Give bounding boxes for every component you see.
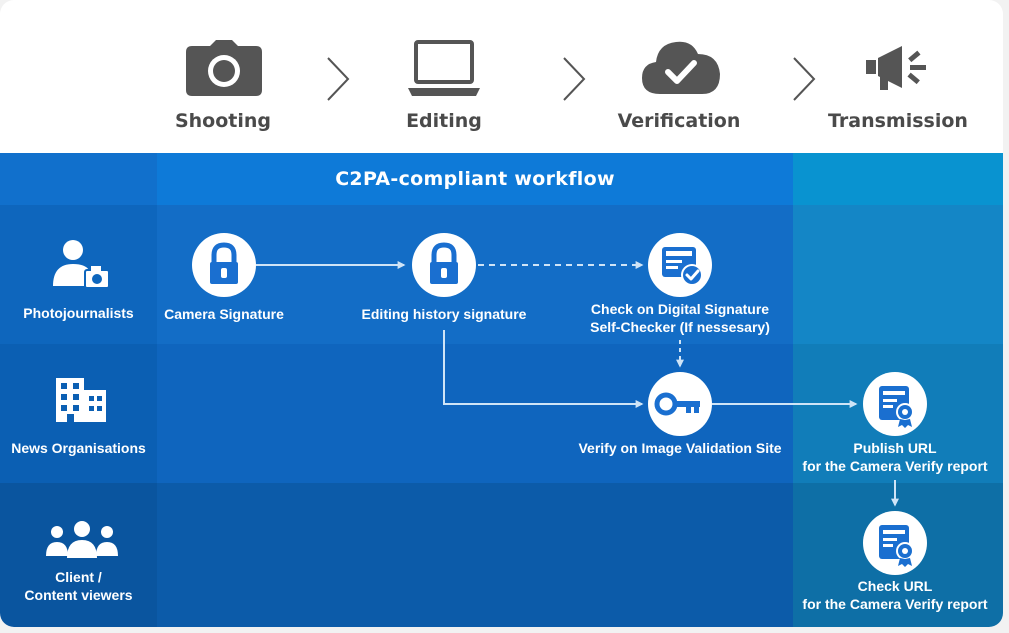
node-editing-signature [412, 233, 476, 297]
role-label-news-organisations: News Organisations [11, 440, 146, 456]
row-photojournalists [0, 205, 1003, 344]
building-icon [56, 378, 106, 422]
stage-label-transmission: Transmission [828, 110, 968, 132]
node-label-editing-signature: Editing history signature [361, 306, 527, 322]
stage-label-editing: Editing [406, 110, 482, 132]
camera-icon [186, 40, 262, 96]
node-camera-signature [192, 233, 256, 297]
node-label-verify-site: Verify on Image Validation Site [578, 440, 782, 456]
stage-label-shooting: Shooting [174, 110, 272, 132]
node-check-signature [648, 233, 712, 297]
node-label-check-signature: Check on Digital Signature Self-Checker … [590, 301, 770, 335]
chevron-right-icon [327, 57, 350, 101]
node-verify-site [648, 372, 712, 436]
workflow-title: C2PA-compliant workflow [335, 168, 615, 190]
people-icon [46, 521, 118, 558]
key-icon [654, 392, 700, 416]
document-check-icon [662, 247, 703, 286]
workflow-header-band [0, 153, 1003, 205]
node-label-camera-signature: Camera Signature [164, 306, 284, 322]
certificate-icon [879, 525, 914, 567]
cloud-check-icon [642, 41, 720, 94]
chevron-right-icon [563, 57, 586, 101]
stage-label-verification: Verification [617, 110, 741, 132]
node-label-publish-url: Publish URL for the Camera Verify report [802, 440, 988, 474]
megaphone-icon [866, 46, 926, 90]
lock-icon [430, 242, 458, 284]
row-content-viewers [0, 483, 1003, 627]
node-publish-url [863, 372, 927, 436]
chevron-right-icon [793, 57, 816, 101]
lock-icon [210, 242, 238, 284]
node-label-check-url: Check URL for the Camera Verify report [802, 578, 988, 612]
certificate-icon [879, 386, 914, 428]
role-label-content-viewers: Client / Content viewers [24, 569, 133, 603]
arrow-editing-to-verify [443, 330, 644, 408]
role-label-photojournalists: Photojournalists [23, 305, 134, 321]
laptop-icon [408, 40, 480, 96]
node-check-url [863, 511, 927, 575]
photographer-icon [53, 240, 109, 289]
